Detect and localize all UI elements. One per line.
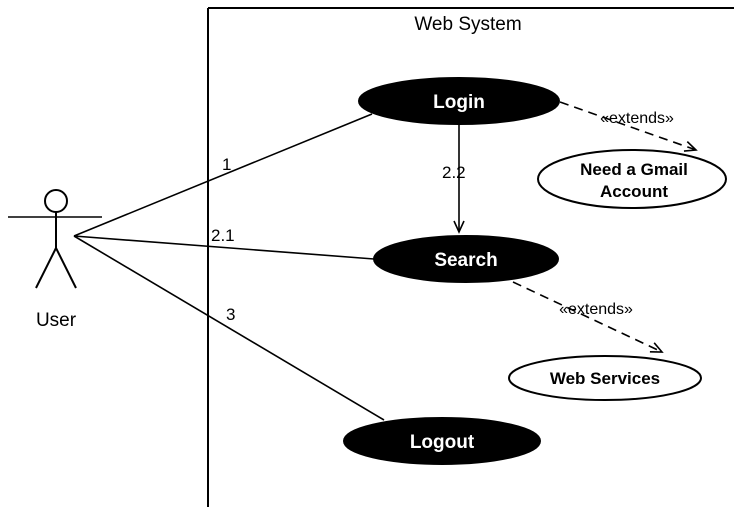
user-actor: User [8,189,102,331]
extends-label-login: «extends» [600,110,674,127]
extends-label-search: «extends» [559,301,633,318]
use-case-gmail-label-line2: Account [600,182,668,201]
system-boundary: Web System [207,7,734,507]
use-case-logout[interactable]: Logout [343,417,541,465]
association-label-3: 3 [226,305,235,324]
association-label-1: 1 [222,155,231,174]
use-case-login-label: Login [433,92,485,113]
association-user-search: 2.1 [73,226,375,260]
association-login-search: 2.2 [442,124,466,234]
use-case-web-services[interactable]: Web Services [508,355,702,401]
association-user-logout: 3 [73,235,385,421]
association-label-2-1: 2.1 [211,226,235,245]
association-label-2-2: 2.2 [442,163,466,182]
system-title: Web System [414,14,521,35]
use-case-login[interactable]: Login [358,77,560,125]
use-case-search[interactable]: Search [373,235,559,283]
use-case-web-services-label: Web Services [550,369,660,388]
extends-search-webservices: «extends» [512,281,664,353]
extends-login-gmail: «extends» [559,101,698,152]
use-case-search-label: Search [434,250,497,271]
actor-label: User [36,310,77,331]
use-case-gmail-label-line1: Need a Gmail [580,160,688,179]
use-case-logout-label: Logout [410,432,475,453]
use-case-need-gmail-account[interactable]: Need a Gmail Account [537,149,727,209]
association-user-login: 1 [73,113,373,237]
